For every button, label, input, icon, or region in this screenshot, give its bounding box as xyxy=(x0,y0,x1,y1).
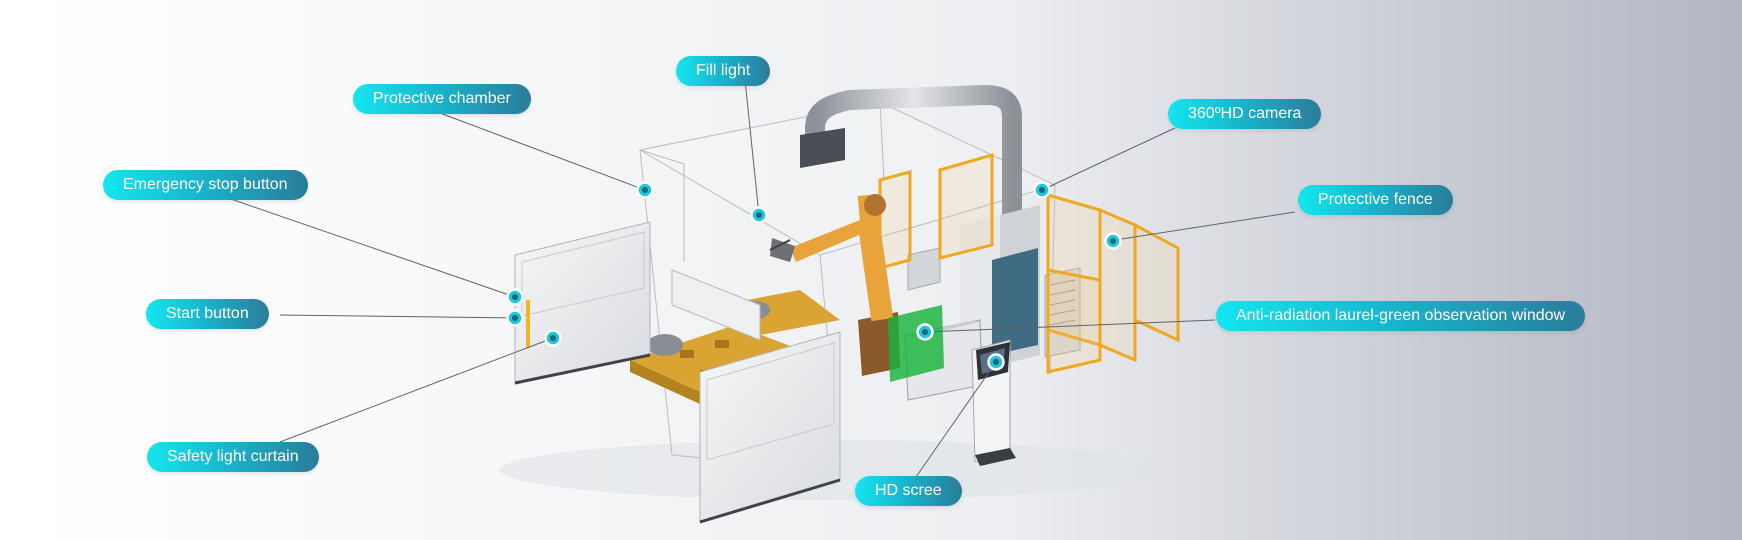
observation-window-label: Anti-radiation laurel-green observation … xyxy=(1216,301,1586,331)
camera-label: 360ºHD camera xyxy=(1168,99,1322,129)
emergency-stop-hotspot[interactable] xyxy=(506,288,524,306)
start-button-hotspot[interactable] xyxy=(506,309,524,327)
safety-light-curtain-hotspot[interactable] xyxy=(544,329,562,347)
protective-chamber-label: Protective chamber xyxy=(353,84,531,114)
observation-window-glass xyxy=(888,305,944,382)
wire-feeder xyxy=(907,247,941,291)
protective-fence-label: Protective fence xyxy=(1298,185,1453,215)
background-fade xyxy=(0,0,140,540)
protective-chamber-hotspot[interactable] xyxy=(636,181,654,199)
hd-screen-hotspot[interactable] xyxy=(987,353,1005,371)
leader-lines xyxy=(224,79,1296,478)
camera-hotspot[interactable] xyxy=(1033,181,1051,199)
observation-window-hotspot[interactable] xyxy=(916,323,934,341)
fill-light-label: Fill light xyxy=(676,56,771,86)
protective-fence-hotspot[interactable] xyxy=(1104,232,1122,250)
start-button-label: Start button xyxy=(146,299,269,329)
emergency-stop-label: Emergency stop button xyxy=(103,170,308,200)
front-door-panel xyxy=(699,331,841,524)
fill-light-hotspot[interactable] xyxy=(750,206,768,224)
safety-light-curtain-label: Safety light curtain xyxy=(147,442,319,472)
hd-screen-label: HD scree xyxy=(855,476,962,506)
